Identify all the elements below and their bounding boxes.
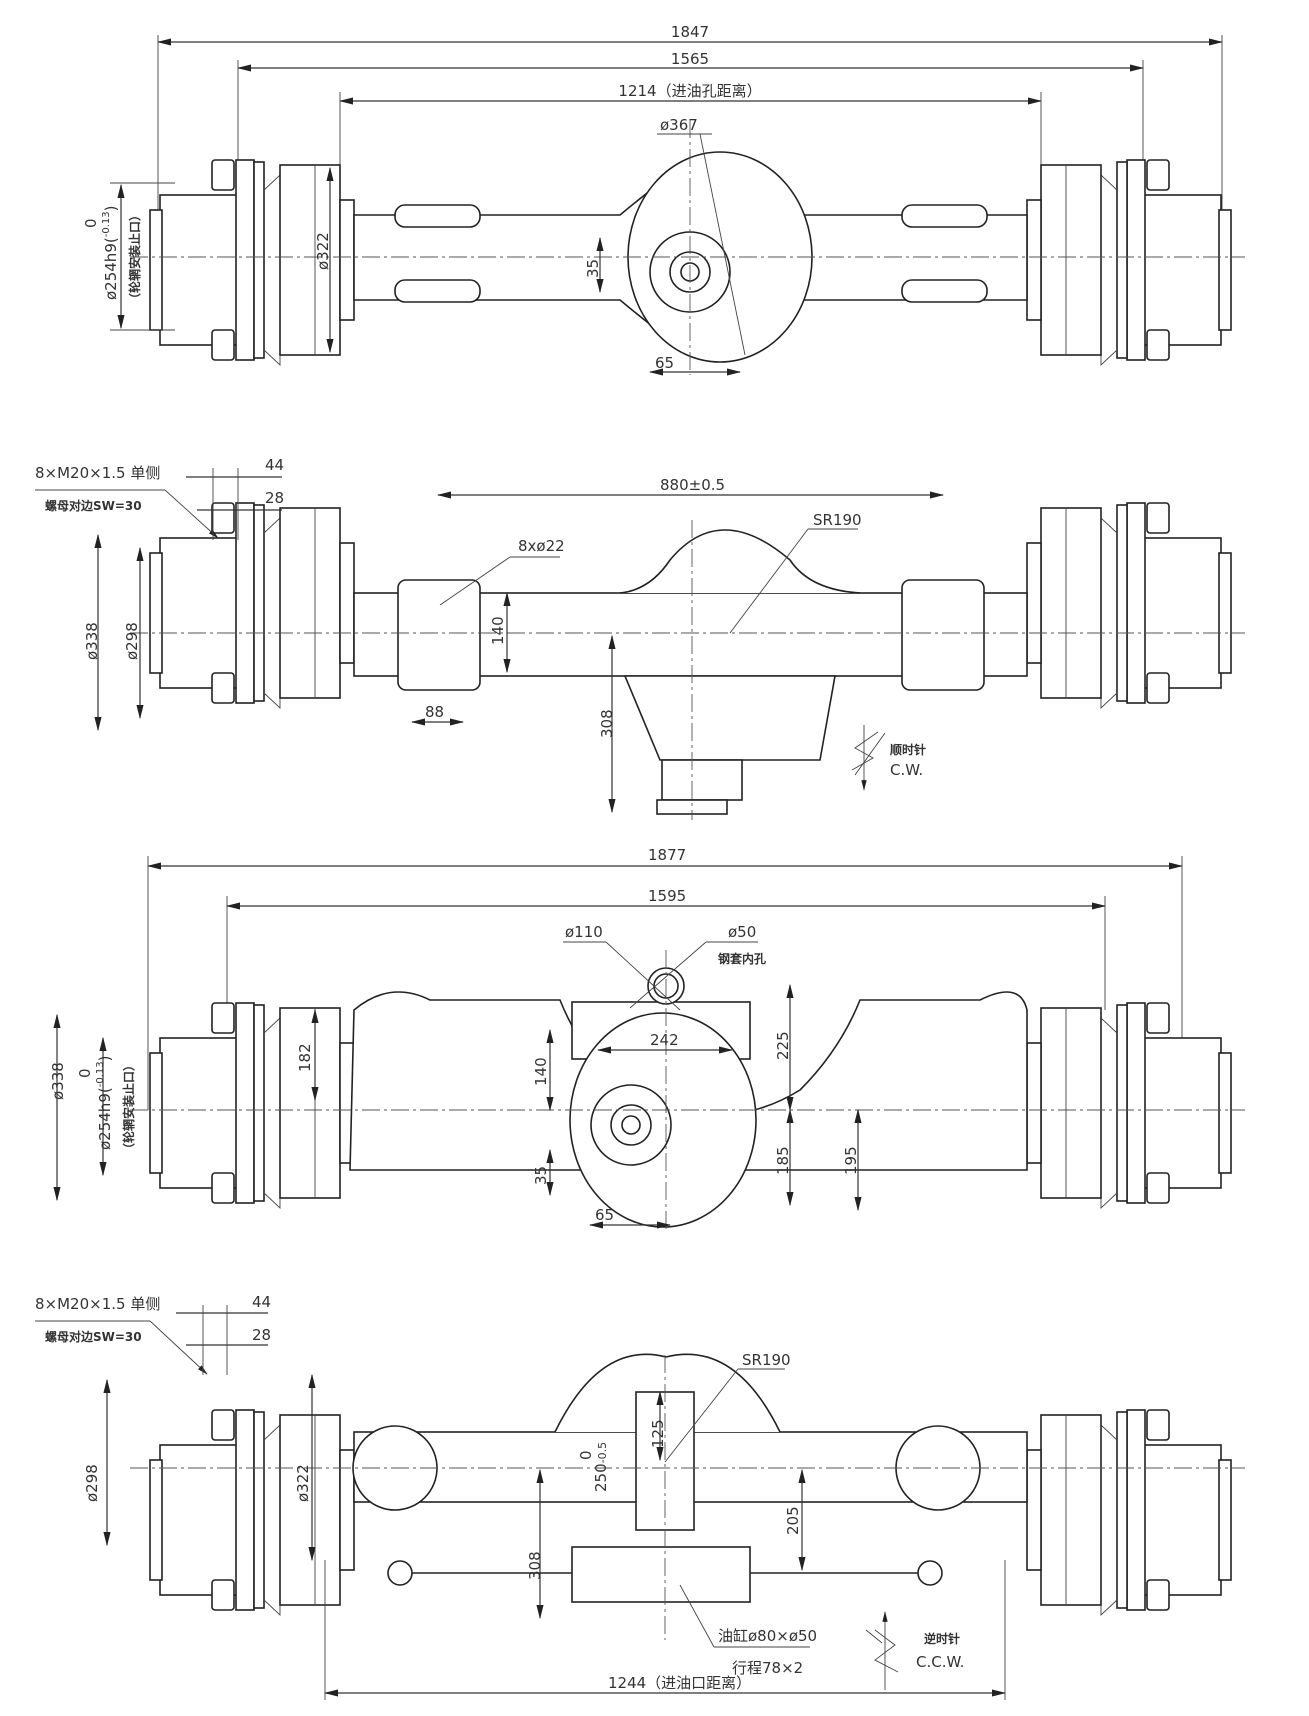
- hub-fit-tol-upper-steer: 0: [76, 1068, 94, 1078]
- brake-dia-322: ø322: [314, 232, 332, 270]
- dim-242: 242: [650, 1031, 679, 1049]
- left-steer-hub: [149, 1002, 355, 1209]
- dim-182: 182: [296, 1043, 314, 1072]
- dim-1595: 1595: [648, 887, 686, 905]
- dim-195: 195: [842, 1146, 860, 1175]
- rotation-ccw-cn: 逆时针: [924, 1631, 960, 1646]
- pilot-dia-298-steer: ø298: [83, 1464, 101, 1502]
- cylinder-stroke: 行程78×2: [732, 1659, 803, 1677]
- mount-pad-left: [397, 579, 481, 691]
- hub-fit-diameter-steer: ø254h9(-0.13): [95, 1056, 114, 1150]
- stud-spec-front: 8×M20×1.5 单侧: [35, 464, 160, 482]
- nut-sw-front: 螺母对边SW=30: [45, 498, 142, 513]
- dim-88: 88: [425, 703, 444, 721]
- cylinder-spec: 油缸ø80×ø50: [718, 1627, 817, 1645]
- dim-1244-oil-port: 1244（进油口距离）: [608, 1674, 751, 1692]
- right-wheel-end: [1026, 159, 1232, 366]
- rotation-cw: C.W.: [890, 761, 923, 779]
- dim-140-front: 140: [489, 616, 507, 645]
- flange-dia-338-steer: ø338: [49, 1062, 67, 1100]
- hub-fit-tol-upper: 0: [82, 218, 100, 228]
- right-steer-hub: [1026, 1002, 1232, 1209]
- dim-1847: 1847: [671, 23, 709, 41]
- dim-185: 185: [774, 1146, 792, 1175]
- dim-1877: 1877: [648, 846, 686, 864]
- dim-28-front: 28: [265, 489, 284, 507]
- rotation-cw-symbol: [851, 725, 886, 791]
- hub-fit-note: （轮辋安装止口）: [127, 209, 142, 305]
- dim-1214-oil-port: 1214（进油孔距离）: [618, 82, 761, 100]
- bushing-dia-50: ø50: [728, 923, 756, 941]
- dim-65-top: 65: [655, 354, 674, 372]
- dim-140-steer: 140: [532, 1057, 550, 1086]
- dim-308-front: 308: [598, 709, 616, 738]
- steer-front-view: 8×M20×1.5 单侧 螺母对边SW=30 44 28 SR190 ø298 …: [35, 1293, 1245, 1700]
- bushing-note: 钢套内孔: [718, 951, 766, 966]
- brake-dia-322-steer: ø322: [294, 1464, 312, 1502]
- rotation-ccw-symbol: [865, 1611, 899, 1690]
- hub-fit-note-steer: （轮辋安装止口）: [121, 1059, 136, 1155]
- steer-top-view: 1877 1595 ø110 ø50 钢套内孔 242 182 140 225 …: [49, 846, 1245, 1230]
- dim-205: 205: [784, 1506, 802, 1535]
- dim-44-steer: 44: [252, 1293, 271, 1311]
- dim-1565: 1565: [671, 50, 709, 68]
- dim-125: 125: [649, 1419, 667, 1448]
- dim-28-steer: 28: [252, 1326, 271, 1344]
- mount-width-250: 250-0.5: [592, 1442, 610, 1492]
- dim-308-steer: 308: [526, 1551, 544, 1580]
- right-steer-hub-front: [1026, 1409, 1232, 1616]
- hub-fit-diameter: ø254h9(-0.13): [101, 206, 120, 300]
- top-view: 1847 1565 1214（进油孔距离） ø367 ø254h9(-0.13): [82, 23, 1245, 376]
- mount-pad-right: [901, 579, 985, 691]
- dim-880: 880±0.5: [660, 476, 725, 494]
- right-wheel-end-front: [1026, 502, 1232, 709]
- mount-width-tol-upper: 0: [577, 1450, 595, 1460]
- sr190-steer: SR190: [742, 1351, 791, 1369]
- stud-spec-steer: 8×M20×1.5 单侧: [35, 1295, 160, 1313]
- mount-holes-8x22: 8xø22: [518, 537, 565, 555]
- steering-cylinder: [571, 1546, 751, 1603]
- front-view: 8×M20×1.5 单侧 螺母对边SW=30 44 28 880±0.5 SR1…: [35, 456, 1245, 820]
- pilot-dia-298: ø298: [123, 622, 141, 660]
- dim-35-steer: 35: [532, 1166, 550, 1185]
- dim-dia-367: ø367: [660, 116, 698, 134]
- rotation-ccw: C.C.W.: [916, 1653, 964, 1671]
- nut-sw-steer: 螺母对边SW=30: [45, 1329, 142, 1344]
- dim-225: 225: [774, 1031, 792, 1060]
- rotation-cw-cn: 顺时针: [890, 742, 926, 757]
- left-steer-hub-front: [149, 1409, 355, 1616]
- pivot-dia-110: ø110: [565, 923, 603, 941]
- dim-44-front: 44: [265, 456, 284, 474]
- dim-65-steer: 65: [595, 1206, 614, 1224]
- sr190-front: SR190: [813, 511, 862, 529]
- dim-35-top: 35: [584, 259, 602, 278]
- left-wheel-end-front: [149, 502, 355, 709]
